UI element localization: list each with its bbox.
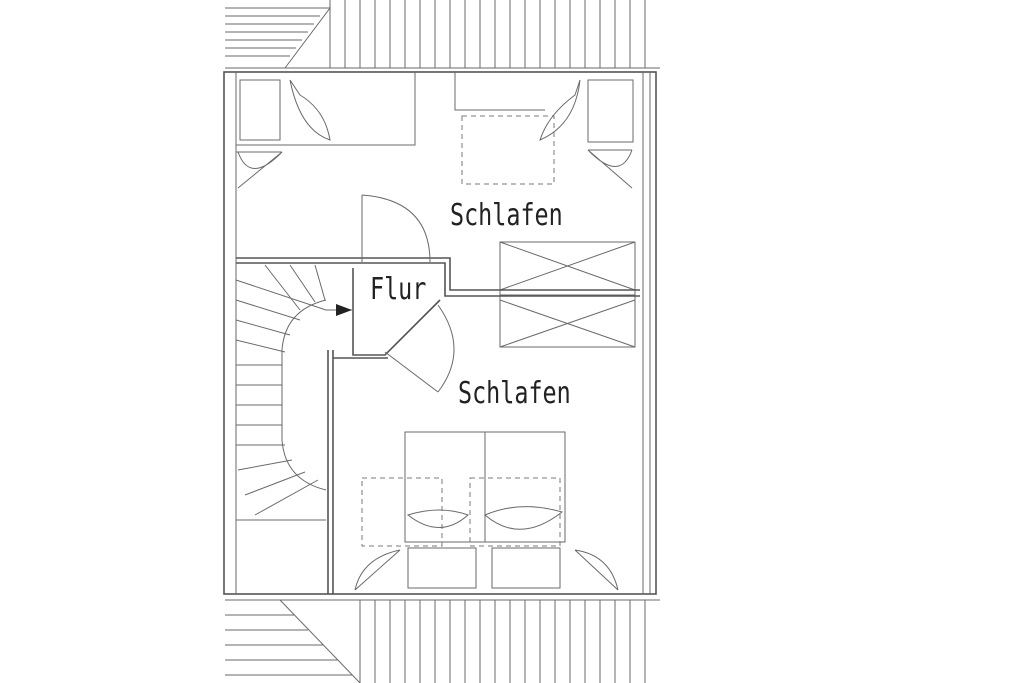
room-label-schlafen-bottom: Schlafen [458,376,571,411]
outer-walls [223,71,657,595]
room-label-flur: Flur [370,272,427,307]
staircase [235,264,352,521]
partition-walls [236,257,640,594]
top-room-furniture [236,72,634,189]
flur-door [361,194,455,393]
bottom-room-furniture [354,431,619,591]
roof-top [225,0,660,69]
roof-bottom [225,599,660,683]
room-label-schlafen-top: Schlafen [450,198,563,233]
wardrobe [499,241,636,348]
